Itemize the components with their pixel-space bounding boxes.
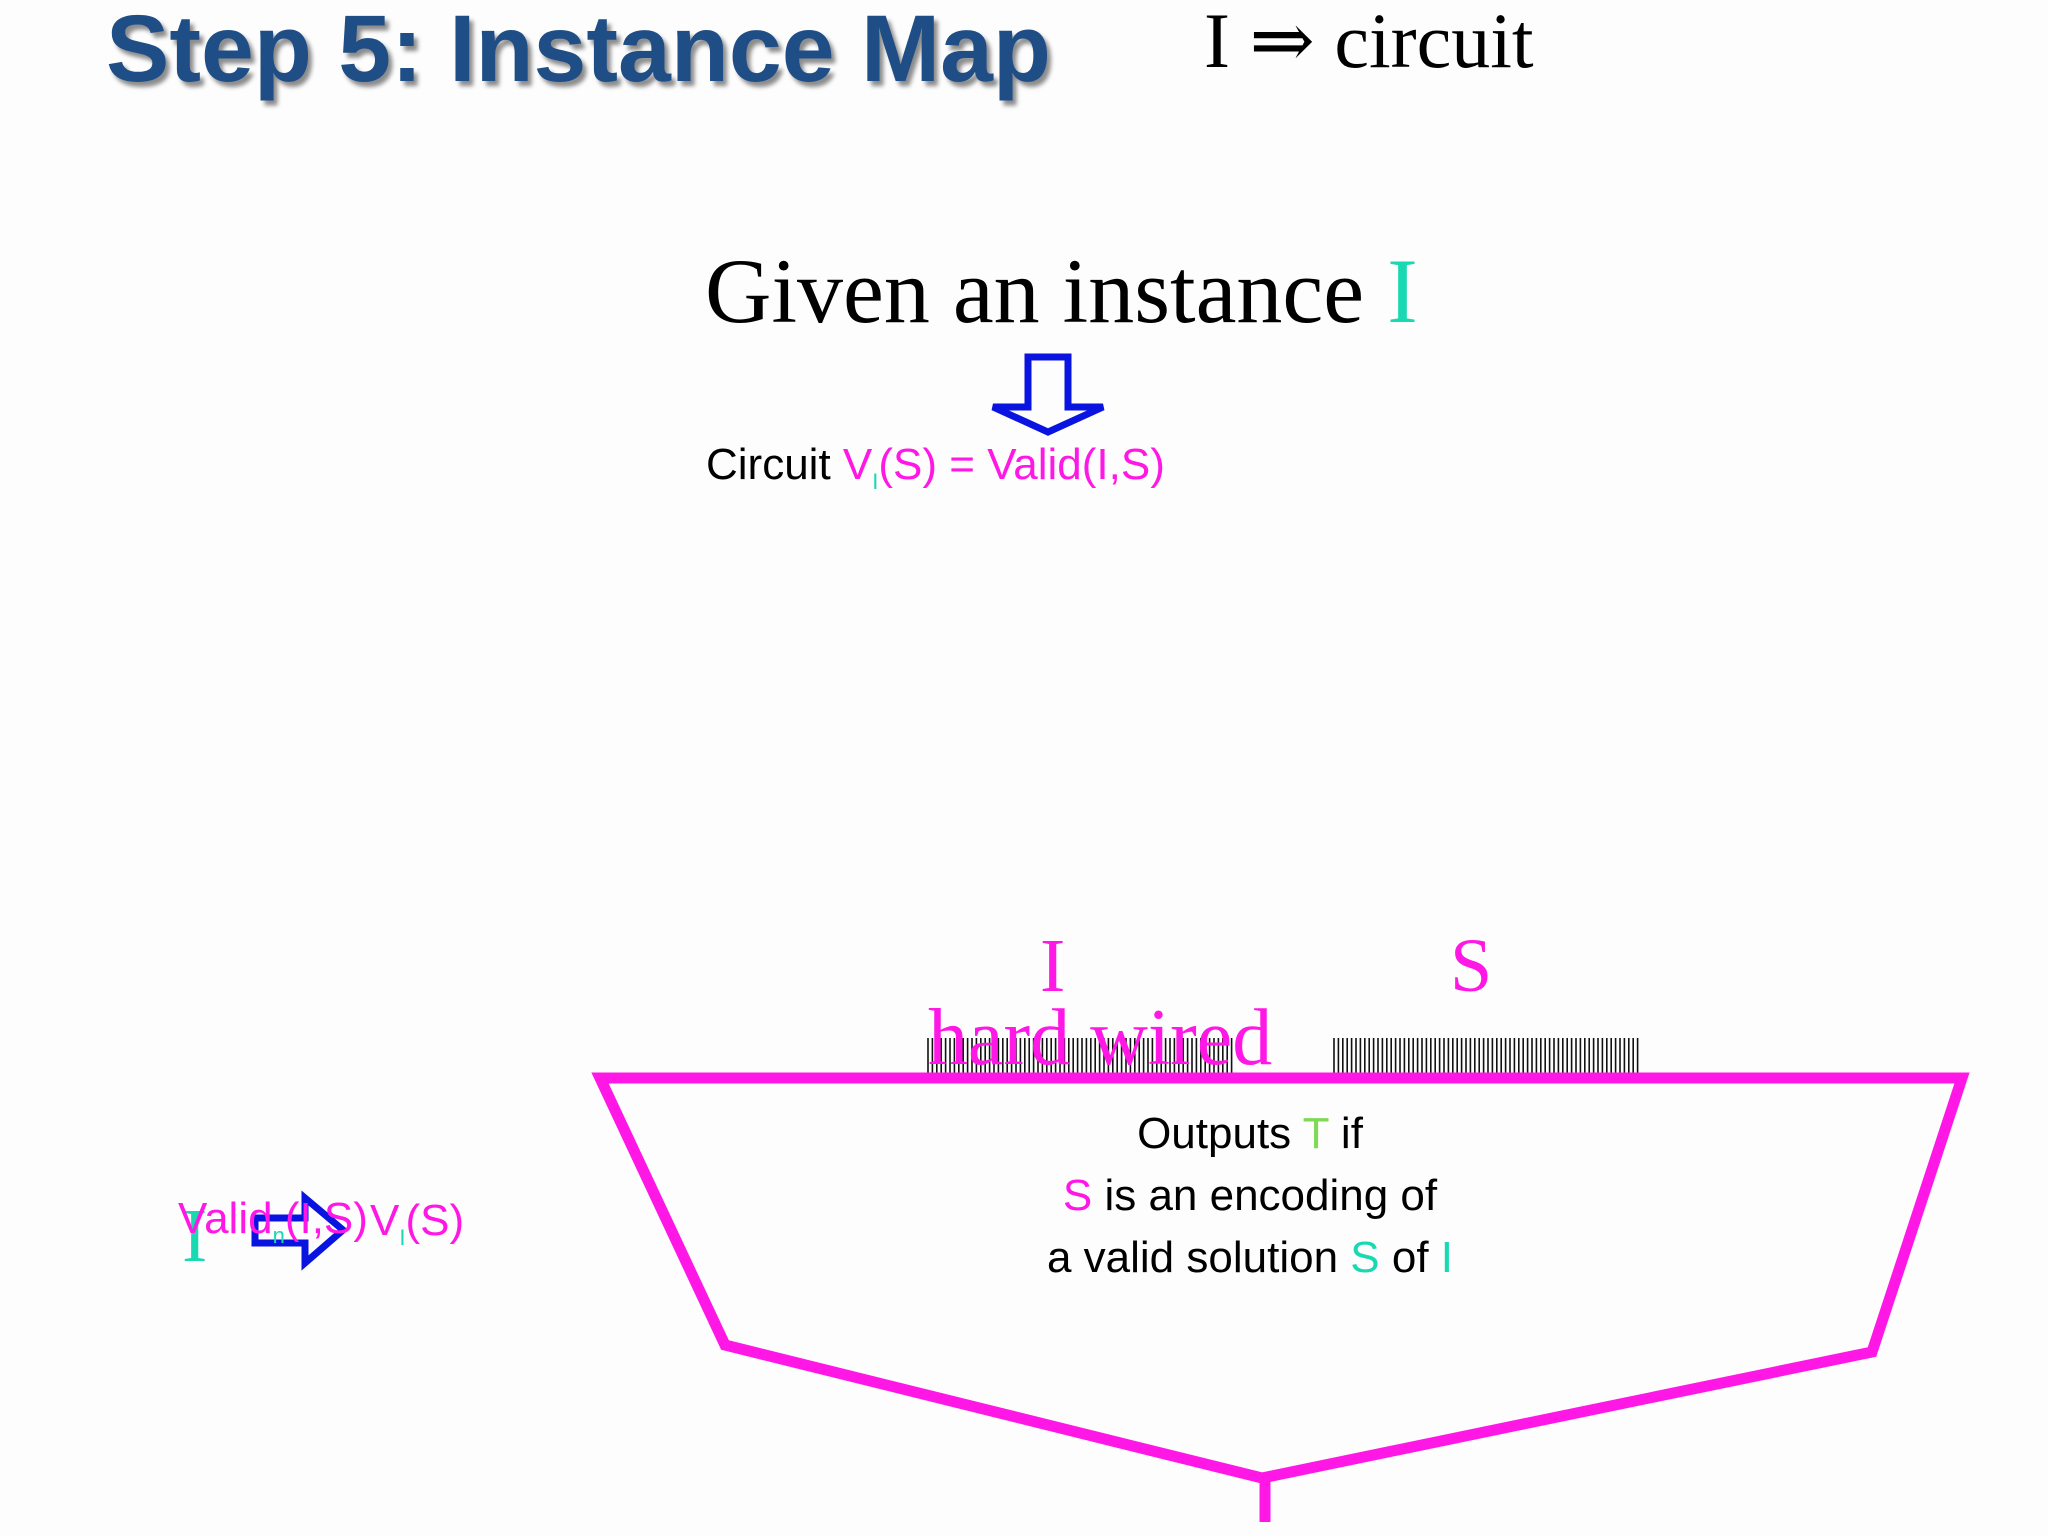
circuit-valid-expression: (S) = Valid(I,S)	[878, 440, 1165, 489]
valid-text: Valid	[178, 1194, 273, 1243]
right-arrow-icon	[251, 1190, 349, 1271]
circuit-description: Outputs T if S is an encoding of a valid…	[1000, 1103, 1500, 1289]
vi-subscript: I	[399, 1225, 406, 1250]
valid-args: (I,S)	[284, 1194, 368, 1243]
bottom-valid-expression: Validn(I,S)	[178, 1197, 368, 1247]
down-arrow-icon	[991, 353, 1105, 436]
description-line-1: Outputs T if	[1000, 1103, 1500, 1165]
given-instance-symbol: I	[1387, 240, 1418, 342]
description-line-2: S is an encoding of	[1000, 1165, 1500, 1227]
bottom-vi-expression: VI(S)	[370, 1199, 464, 1249]
instance-input-label: I	[1040, 924, 1066, 1008]
valid-subscript: n	[272, 1223, 285, 1248]
circuit-funnel	[591, 1072, 1970, 1484]
of-text: of	[1379, 1233, 1441, 1282]
instance-input-ticks	[927, 1038, 1233, 1073]
description-line-3: a valid solution S of I	[1000, 1227, 1500, 1289]
circuit-v: V	[842, 440, 873, 489]
circuit-v-subscript: I	[872, 469, 879, 494]
given-text: Given an instance	[705, 240, 1388, 342]
solution-input-label: S	[1450, 924, 1493, 1008]
solution-symbol: S	[1062, 1171, 1093, 1220]
valid-solution-text: a valid solution	[1046, 1233, 1351, 1282]
hard-wired-label: hard wired	[928, 994, 1273, 1082]
circuit-prefix: Circuit	[706, 440, 843, 489]
slide-subtitle: I ⇒ circuit	[1204, 0, 1534, 84]
outputs-text: Outputs	[1137, 1109, 1303, 1158]
circuit-definition: Circuit VI(S) = Valid(I,S)	[706, 443, 1165, 493]
vi-args: (S)	[405, 1196, 465, 1245]
given-instance-text: Given an instance I	[705, 245, 1418, 337]
solution-input-ticks	[1333, 1038, 1639, 1073]
bottom-instance-symbol: I	[182, 1194, 208, 1278]
vi-text: V	[370, 1196, 400, 1245]
slide-title: Step 5: Instance Map	[106, 0, 1051, 102]
encoding-text: is an encoding of	[1092, 1171, 1438, 1220]
solution-symbol-cyan: S	[1350, 1233, 1380, 1282]
true-symbol: T	[1302, 1109, 1329, 1158]
instance-symbol-cyan: I	[1440, 1233, 1454, 1282]
if-text: if	[1328, 1109, 1363, 1158]
